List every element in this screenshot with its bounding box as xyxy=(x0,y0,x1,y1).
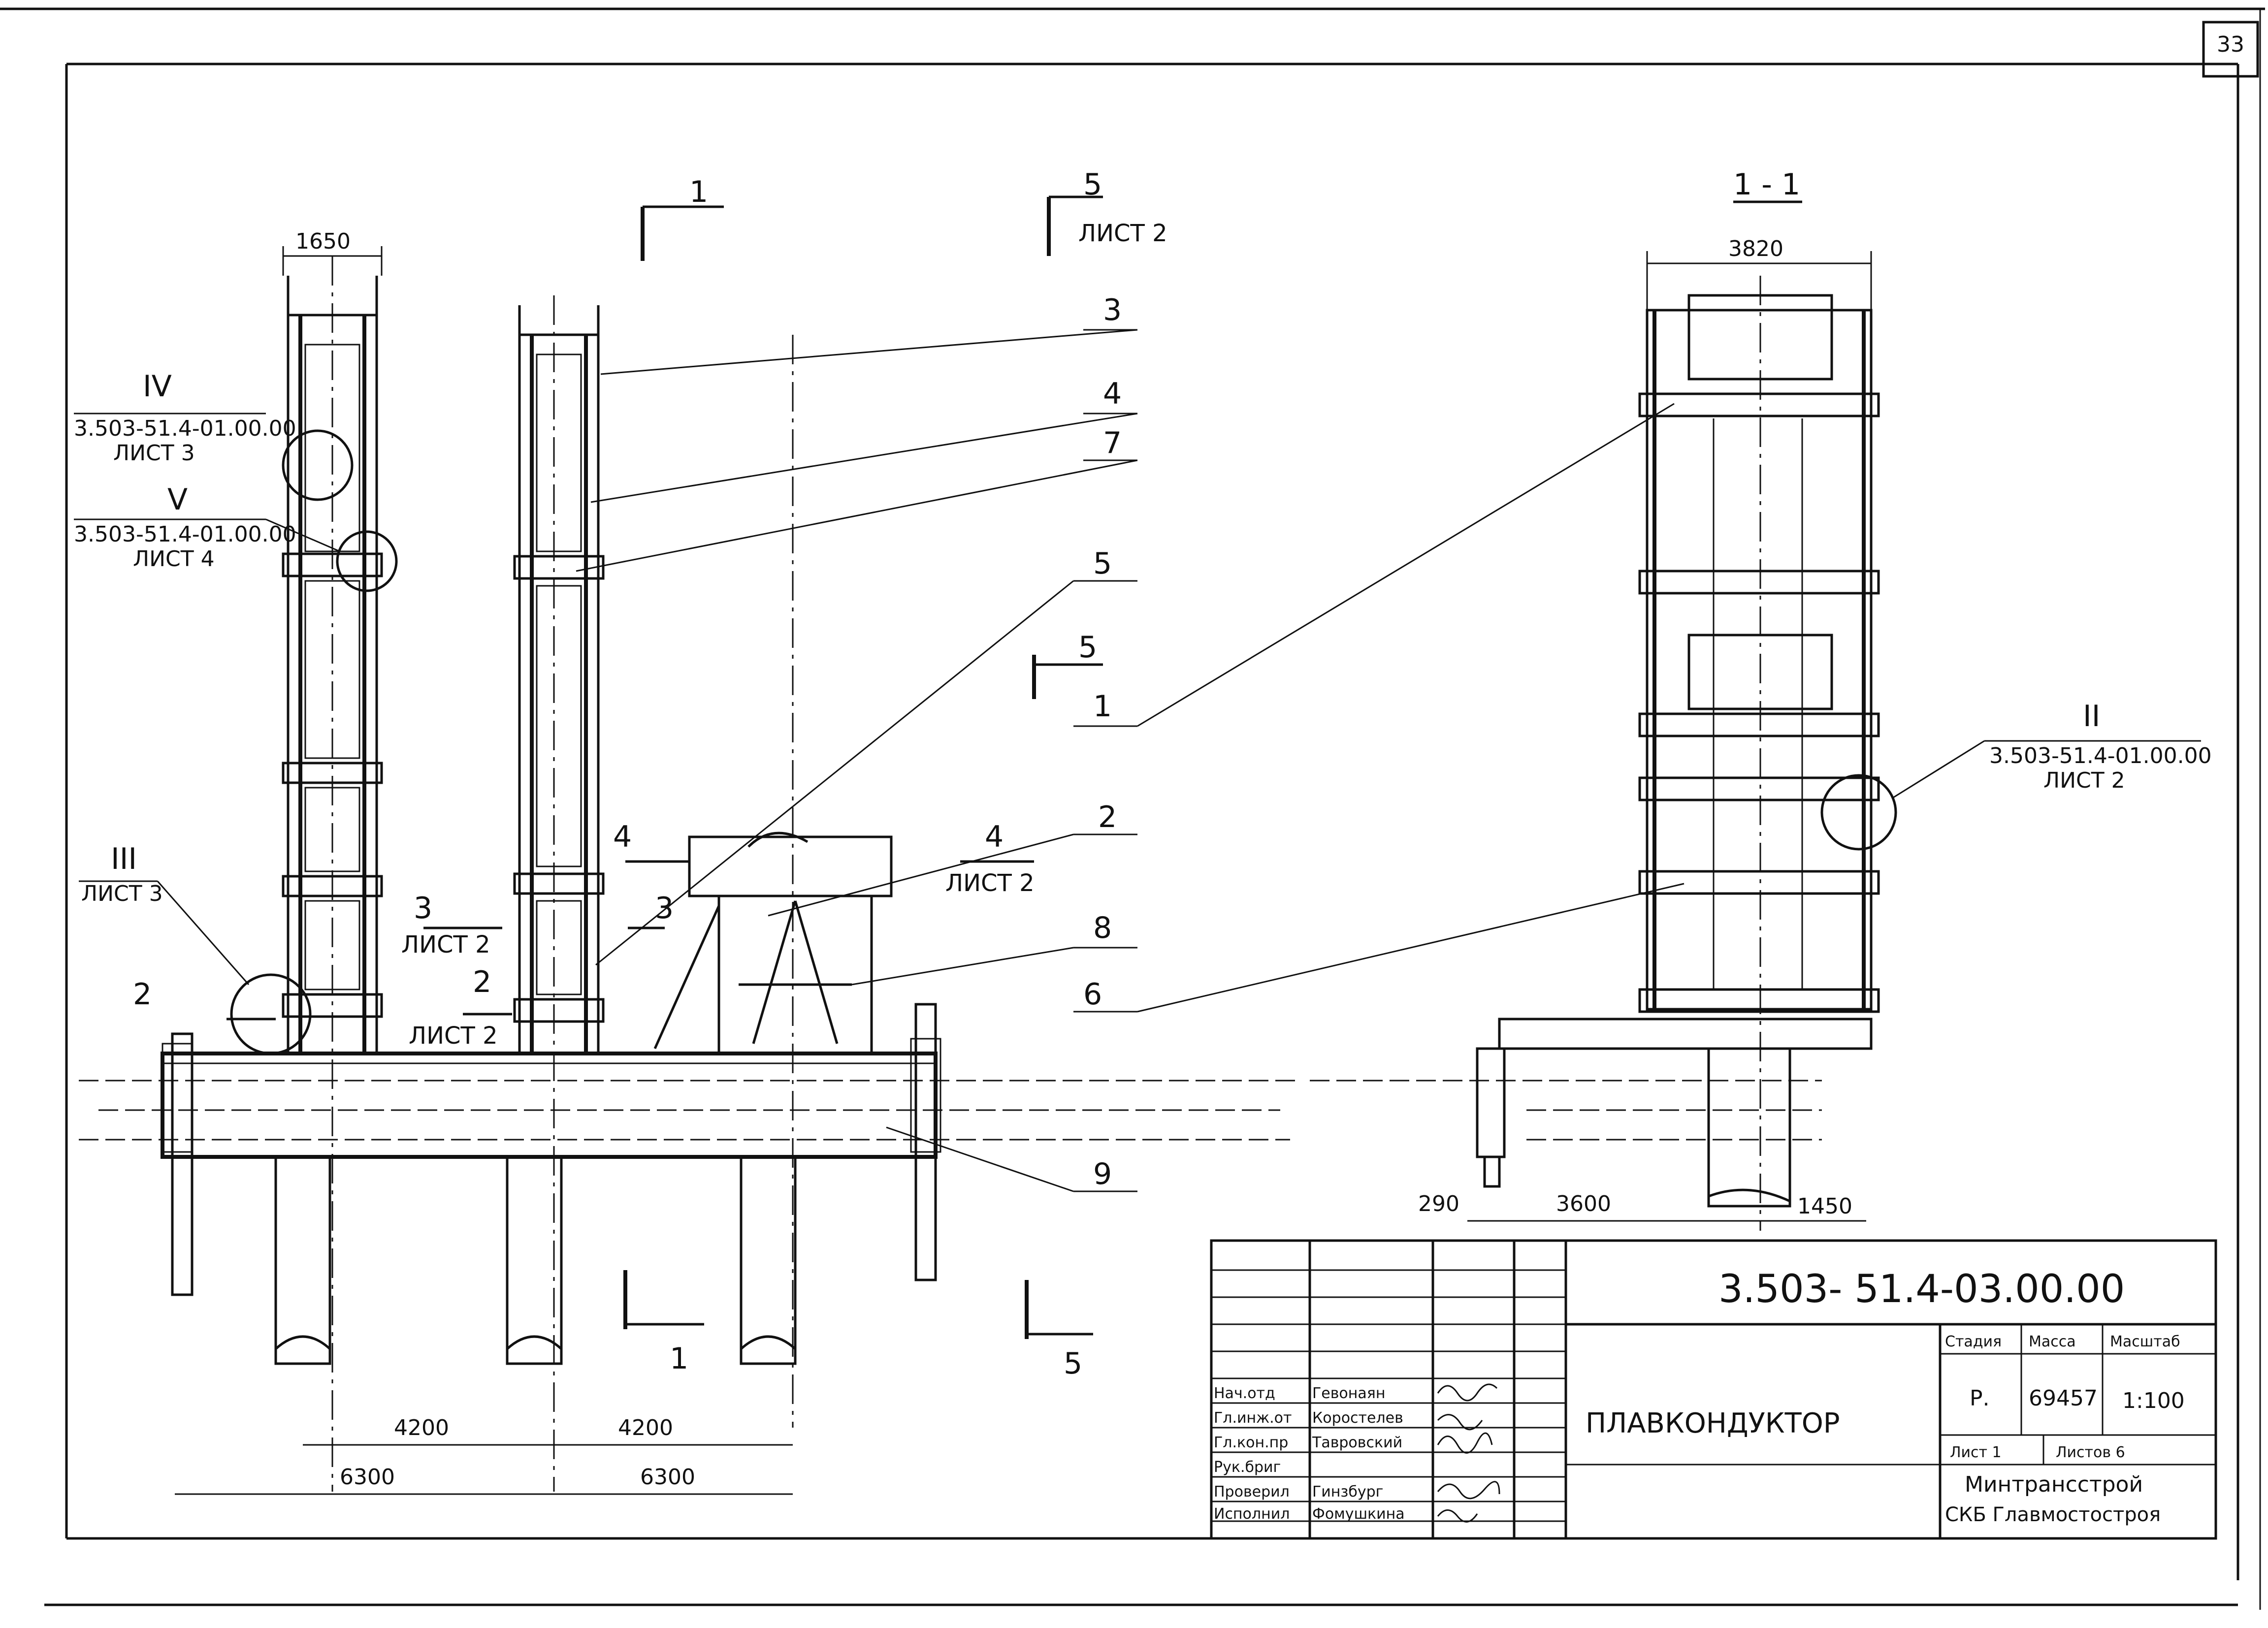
title-block xyxy=(1210,1239,2217,1540)
signature-role: Исполнил xyxy=(1214,1505,1290,1523)
org-line-2: СКБ Главмостостроя xyxy=(1945,1503,2161,1526)
signature-role: Гл.инж.от xyxy=(1214,1409,1292,1427)
callout-3: 3 xyxy=(1103,293,1122,327)
drawing-code: 3.503- 51.4-03.00.00 xyxy=(1718,1267,2125,1311)
section-marks xyxy=(227,195,1103,1339)
detail-circles xyxy=(74,413,2201,1055)
section-2-a: 2 xyxy=(133,977,152,1012)
signature-name: Гинзбург xyxy=(1312,1483,1383,1500)
section-view-dims xyxy=(1467,251,1872,1222)
dim-3820: 3820 xyxy=(1728,236,1783,261)
col-scale: Масштаб xyxy=(2110,1333,2180,1350)
detail-ii-code: 3.503-51.4-01.00.00 xyxy=(1989,743,2212,768)
stage-value: Р. xyxy=(1970,1386,1990,1411)
scale-value: 1:100 xyxy=(2122,1388,2185,1413)
tower-left xyxy=(282,276,383,1055)
col-stage: Стадия xyxy=(1945,1333,2002,1350)
water-surface xyxy=(79,1080,1822,1141)
support-frame xyxy=(653,831,893,1055)
section-3-sheet: ЛИСТ 2 xyxy=(401,931,490,958)
detail-iv-code: 3.503-51.4-01.00.00 xyxy=(74,416,296,441)
signature-role: Гл.кон.пр xyxy=(1214,1434,1288,1451)
dim-6300-b: 6300 xyxy=(640,1465,695,1490)
signature-name: Гевонаян xyxy=(1312,1385,1385,1402)
section-2-b: 2 xyxy=(473,965,491,999)
signature-role: Проверил xyxy=(1214,1483,1290,1500)
callout-8: 8 xyxy=(1093,911,1112,945)
callout-leaders xyxy=(576,329,1138,1192)
dim-4200-b: 4200 xyxy=(618,1415,673,1440)
detail-v-code: 3.503-51.4-01.00.00 xyxy=(74,522,296,547)
sheet-label: Лист 1 xyxy=(1950,1444,2002,1461)
detail-ii-sheet: ЛИСТ 2 xyxy=(2043,768,2125,793)
detail-iii-mark: III xyxy=(111,842,137,876)
signature-name: Фомушкина xyxy=(1312,1505,1405,1523)
drawing-title: ПЛАВКОНДУКТОР xyxy=(1586,1407,1840,1439)
signature-role: Нач.отд xyxy=(1214,1385,1275,1402)
section-leaders xyxy=(1137,403,1685,1013)
dim-3600: 3600 xyxy=(1556,1191,1611,1216)
signature-name: Коростелев xyxy=(1312,1409,1403,1427)
detail-iv-mark: IV xyxy=(143,369,172,404)
dimension-lines xyxy=(175,246,793,1495)
callout-2: 2 xyxy=(1098,800,1117,834)
dim-4200-a: 4200 xyxy=(394,1415,449,1440)
sheet-frame xyxy=(0,7,2265,1610)
signature-name: Тавровский xyxy=(1312,1434,1402,1451)
callout-5: 5 xyxy=(1093,546,1112,581)
pontoon xyxy=(161,1052,938,1159)
section-4-right: 4 xyxy=(985,820,1004,854)
centerlines xyxy=(331,256,794,1492)
callout-9: 9 xyxy=(1093,1157,1112,1191)
section-5-bottom: 5 xyxy=(1064,1346,1082,1381)
dim-1650: 1650 xyxy=(295,229,351,254)
section-2-sheet: ЛИСТ 2 xyxy=(409,1022,498,1050)
detail-v-sheet: ЛИСТ 4 xyxy=(133,546,215,572)
section-3-right: 3 xyxy=(655,891,674,926)
sheets-total: Листов 6 xyxy=(2056,1444,2125,1461)
section-5-top: 5 xyxy=(1083,167,1102,202)
section-4-left: 4 xyxy=(613,820,632,854)
callout-7: 7 xyxy=(1103,426,1122,460)
dim-1450: 1450 xyxy=(1797,1194,1852,1219)
dim-290: 290 xyxy=(1418,1191,1459,1216)
section-4-sheet: ЛИСТ 2 xyxy=(945,869,1035,897)
section-title: 1 - 1 xyxy=(1733,167,1800,202)
signature-role: Рук.бриг xyxy=(1214,1459,1281,1476)
callout-1: 1 xyxy=(1093,689,1112,724)
section-1-top: 1 xyxy=(689,175,708,209)
section-5-mid: 5 xyxy=(1078,630,1097,665)
tower-middle xyxy=(513,305,605,1055)
page-number: 33 xyxy=(2217,32,2244,57)
detail-iii-sheet: ЛИСТ 3 xyxy=(81,881,163,906)
detail-ii-mark: II xyxy=(2083,699,2100,734)
callout-6: 6 xyxy=(1083,977,1102,1012)
mass-value: 69457 xyxy=(2029,1386,2098,1411)
section-3-left: 3 xyxy=(414,891,432,926)
section-5-top-sheet: ЛИСТ 2 xyxy=(1078,220,1167,247)
section-view xyxy=(1476,276,1880,1231)
org-line-1: Минтрансстрой xyxy=(1965,1472,2143,1497)
callout-4: 4 xyxy=(1103,377,1122,411)
detail-iv-sheet: ЛИСТ 3 xyxy=(113,441,195,466)
section-1-bottom: 1 xyxy=(670,1341,688,1376)
handwritten-signatures xyxy=(1437,1383,1500,1523)
detail-v-mark: V xyxy=(167,482,188,517)
col-mass: Масса xyxy=(2029,1333,2076,1350)
piles xyxy=(162,1003,941,1365)
signature-list: Нач.отд Гевонаян Гл.инж.от Коростелев Гл… xyxy=(1214,1385,1405,1523)
dim-6300-a: 6300 xyxy=(340,1465,395,1490)
